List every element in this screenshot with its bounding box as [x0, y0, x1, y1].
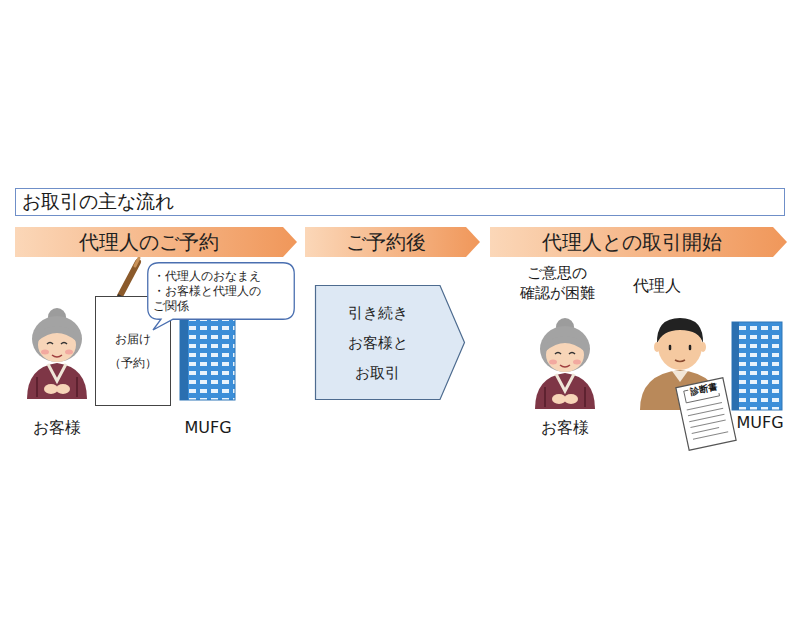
pentagon-shape	[316, 286, 465, 400]
process-arrow: 引き続き お客様と お取引	[315, 285, 465, 400]
title-text: お取引の主な流れ	[22, 189, 174, 215]
node-content: 代理人のご予約	[15, 227, 297, 257]
node-text: 代理人との取引開始	[542, 230, 722, 254]
document-title: 診断書	[688, 381, 721, 399]
node-content: ・代理人のおなまえ・お客様と代理人の ご関係	[147, 262, 295, 320]
node-content: 代理人との取引開始	[490, 227, 787, 257]
bubble-shape	[148, 263, 295, 330]
title-bar: お取引の主な流れ	[15, 188, 785, 216]
node-text: 代理人のご予約	[79, 230, 219, 254]
node-text: お届け （予約）	[105, 327, 160, 375]
step-banner: 代理人のご予約	[15, 227, 297, 257]
person-label: お客様	[33, 418, 81, 439]
step-banner: 代理人との取引開始	[490, 227, 787, 257]
note-label: ご意思の 確認が困難	[517, 264, 598, 303]
node-content: 引き続き お客様と お取引	[315, 285, 465, 400]
node-text: ・お客様と代理人の ご関係	[153, 284, 275, 314]
person-label: 代理人	[633, 276, 681, 297]
node-content: ご予約後	[305, 227, 480, 257]
banner-shape	[305, 227, 480, 257]
bank-label: MUFG	[184, 418, 231, 439]
person-label: お客様	[541, 418, 589, 439]
bank-label: MUFG	[736, 413, 783, 434]
node-text: ・代理人のおなまえ	[153, 269, 275, 284]
speech-bubble: ・代理人のおなまえ・お客様と代理人の ご関係	[147, 262, 295, 320]
step-banner: ご予約後	[305, 227, 480, 257]
node-text: 引き続き お客様と お取引	[339, 298, 417, 388]
banner-shape	[490, 227, 787, 257]
banner-shape	[15, 227, 297, 257]
node-text: ご予約後	[346, 230, 426, 254]
